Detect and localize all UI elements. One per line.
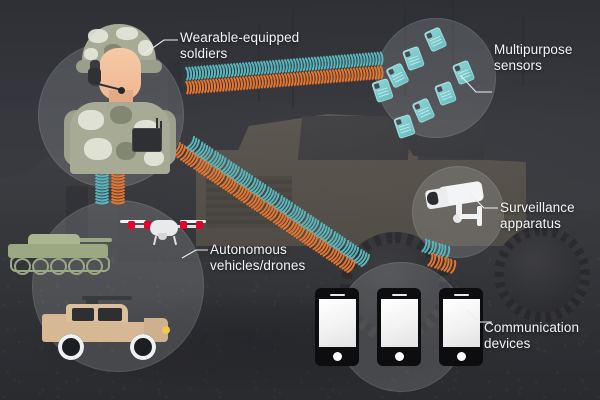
- leader-line-camera: [469, 193, 498, 209]
- drone-motor: [144, 221, 151, 229]
- phone-home-button: [456, 352, 466, 361]
- headset-earcup: [88, 68, 101, 84]
- callout-label-vehicles: Autonomous vehicles/drones: [210, 242, 306, 273]
- tank-turret: [28, 234, 80, 247]
- callout-label-camera: Surveillance apparatus: [500, 200, 575, 231]
- phone-screen: [380, 299, 418, 347]
- radio-antenna: [156, 118, 158, 132]
- phone-speaker: [391, 294, 407, 297]
- phone-home-button: [332, 352, 342, 361]
- radio-antenna: [160, 121, 162, 132]
- drone-body: [150, 220, 178, 236]
- drone-motor: [128, 221, 135, 229]
- drone-motor: [196, 221, 203, 229]
- humvee-icon: [38, 296, 174, 360]
- drone-motor: [180, 221, 187, 229]
- drone-propeller: [180, 220, 206, 223]
- humvee-gun-mount: [86, 299, 98, 306]
- callout-label-phones: Communication devices: [484, 320, 580, 351]
- tank-road-wheel: [50, 258, 67, 275]
- cctv-camera-icon: [424, 178, 487, 234]
- wearable-device-icon: [132, 128, 162, 152]
- phone-screen: [318, 299, 356, 347]
- smartphone-icon: [439, 288, 483, 366]
- callout-label-soldiers: Wearable-equipped soldiers: [180, 30, 300, 61]
- leader-line-phones: [465, 309, 492, 323]
- tank-road-wheel: [32, 258, 49, 275]
- camera-arm: [456, 202, 462, 218]
- callout-label-sensors: Multipurpose sensors: [494, 42, 573, 73]
- smartphone-icon: [377, 288, 421, 366]
- phone-screen: [442, 299, 480, 347]
- humvee-wheel: [130, 334, 156, 360]
- leader-line-soldiers: [143, 39, 178, 55]
- soldier-torso: [70, 102, 170, 174]
- leader-line-sensors: [460, 75, 492, 93]
- humvee-roof-gun: [82, 296, 132, 300]
- leader-line-vehicles: [181, 249, 208, 259]
- drone-camera-gimbal: [158, 233, 167, 240]
- phone-home-button: [394, 352, 404, 361]
- headset-mic: [118, 87, 125, 94]
- drone-icon: [118, 212, 208, 246]
- camera-mount-post: [459, 214, 481, 219]
- camera-mount-base: [477, 206, 482, 226]
- tank-road-wheel: [14, 258, 31, 275]
- drone-arm: [174, 225, 200, 228]
- humvee-window: [72, 308, 94, 321]
- camera-joint: [453, 214, 462, 223]
- tank-road-wheel: [68, 258, 85, 275]
- tank-gun-barrel: [74, 238, 112, 242]
- phone-speaker: [453, 294, 469, 297]
- humvee-wheel: [58, 334, 84, 360]
- tank-hull: [8, 244, 108, 258]
- humvee-window: [98, 308, 122, 321]
- tank-road-wheel: [86, 258, 103, 275]
- soldier-icon: [60, 24, 178, 174]
- phone-speaker: [329, 294, 345, 297]
- tank-icon: [8, 232, 112, 275]
- humvee-headlight: [162, 326, 170, 334]
- drone-arm: [128, 225, 154, 228]
- smartphone-icon: [315, 288, 359, 366]
